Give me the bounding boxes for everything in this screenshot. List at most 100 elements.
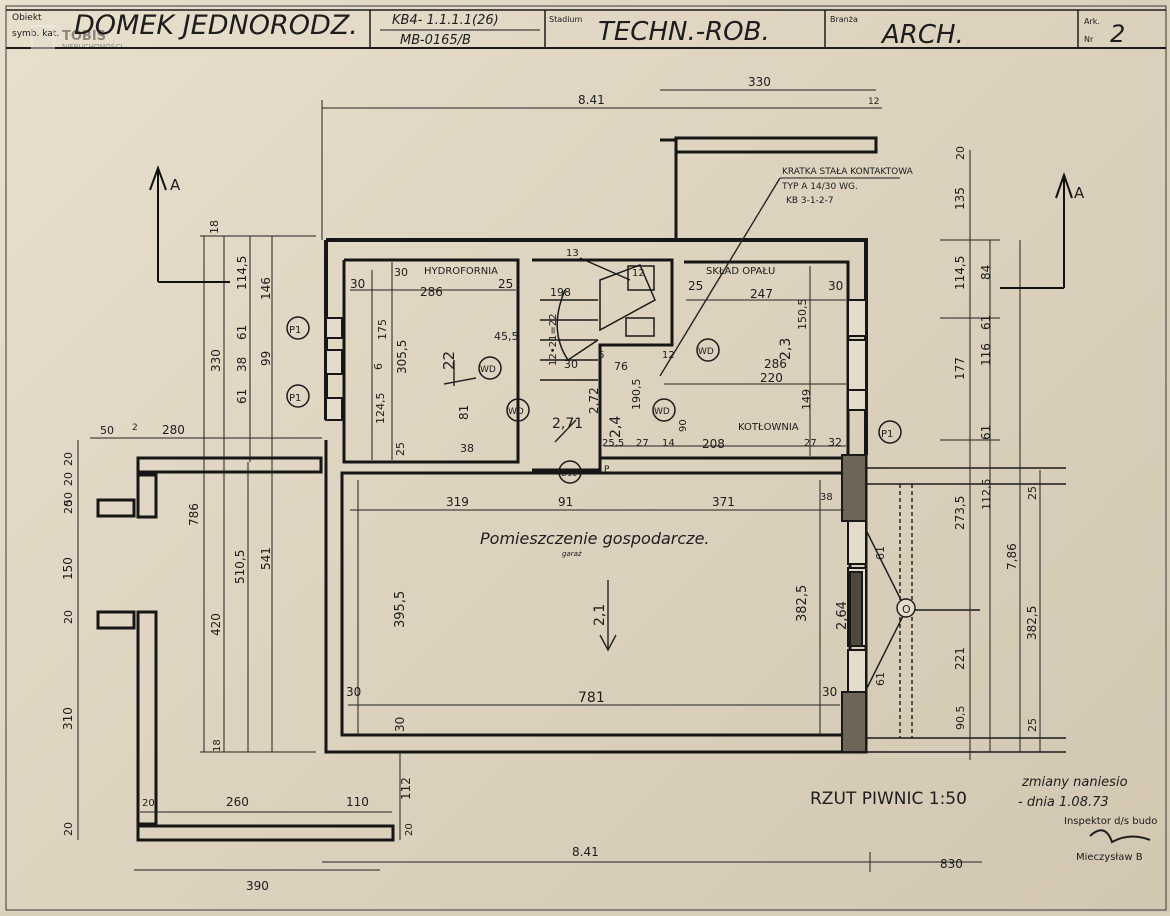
dim-v-38: 38 [235,357,249,372]
dim-r-116: 116 [979,343,993,366]
dim-r-905: 90,5 [954,706,967,731]
dim-v-5105: 510,5 [233,550,247,584]
dim-m-30b: 30 [822,685,837,699]
symbol-circles [286,316,902,484]
symbol-wd-3: WD [654,407,670,417]
symbol-d10: D10 [561,469,577,478]
dim-far-20c: 20 [62,500,75,514]
dim-v-330: 330 [209,349,223,372]
dim-h-175: 175 [376,319,389,340]
dim-r-786: 7,86 [1005,543,1019,570]
dim-h-1245: 124,5 [374,393,387,425]
dim-m-38: 38 [820,492,833,503]
dim-h-3055: 305,5 [395,340,409,374]
dim-h-30c: 30 [564,358,578,371]
dim-top-12: 12 [868,97,879,107]
dim-h-12: 12 [632,268,645,279]
dim-v-20c: 20 [404,823,415,836]
symbol-wd-2: WD [508,407,524,417]
dim-h-24: 2,4 [608,416,624,438]
dim-bot-841: 8.41 [572,845,599,859]
dim-far-20e: 20 [62,822,75,836]
title-block [6,9,1166,49]
dim-h-22: 22 [440,351,458,370]
dim-r-61b: 61 [979,425,993,440]
dim-m-3955: 395,5 [393,591,408,628]
dim-h-149: 149 [800,389,813,410]
section-marker-right [1000,171,1073,289]
code-top: KB4- 1.1.1.1(26) [392,13,499,28]
symbol-o: O [902,603,911,616]
dim-m-30c: 30 [393,717,407,732]
room-label-hydroforni: HYDROFORNIA [424,266,498,277]
dimension-lines [77,89,1041,872]
dim-h-455: 45,5 [494,330,519,343]
plan-title: RZUT PIWNIC 1:50 [810,789,967,809]
dim-r-135: 135 [953,187,967,210]
dim-v-18: 18 [208,220,221,234]
dim-h-25b: 25 [688,279,703,293]
dim-h-76: 76 [614,360,628,373]
stadium-label: Stadium [549,15,582,24]
obiekt-label: Obiekt [12,13,42,23]
watermark-line1: TOBIS [62,29,106,44]
dim-h-220: 220 [760,371,783,385]
dim-v-112: 112 [399,777,413,800]
note-line2: TYP A 14/30 WG. [781,182,858,192]
dim-m-21: 2,1 [592,604,608,626]
dim-v-1145: 114,5 [235,256,249,290]
dim-h-198: 198 [550,286,571,299]
nr-label: Nr [1084,35,1094,44]
dim-v-541: 541 [259,547,273,570]
room-label-main: Pomieszczenie gospodarcze. [480,529,710,548]
dim-far-20d: 20 [62,610,75,624]
dim-r-25b: 25 [1026,718,1039,732]
note-line1: KRATKA STAŁA KONTAKTOWA [782,167,914,177]
dim-bot-110: 110 [346,795,369,809]
watermark-line2: NIERUCHOMOŚCI [62,42,122,51]
section-marker-left [149,165,230,283]
stamp-line3: Inspektor d/s budo [1064,816,1157,827]
dim-h-27b: 27 [804,438,817,449]
symbol-label: symb. kat. [12,29,59,39]
dim-h-23: 2,3 [778,338,794,360]
dim-h-12b: 12 [662,350,675,361]
signature [1089,829,1151,844]
hatched-pillars [841,454,867,753]
dim-left-280: 280 [162,423,185,437]
dim-r-1125: 112,5 [980,479,993,511]
branza-value: ARCH. [880,20,964,50]
dim-r-84: 84 [979,265,993,280]
dim-h-27a: 27 [636,438,649,449]
dim-v-99: 99 [259,351,273,366]
dim-v-61a: 61 [235,325,249,340]
dim-r-221: 221 [953,647,967,670]
dim-h-6b: 6 [598,350,604,361]
dim-m-371: 371 [712,495,735,509]
dim-bot-20: 20 [142,798,155,809]
dim-h-30a: 30 [350,277,365,291]
room-label-sklad: SKŁAD OPAŁU [706,266,775,277]
dim-h-25c: 25 [394,442,407,456]
dim-bot-830: 830 [940,857,963,871]
code-bottom: MB-0165/B [400,33,471,48]
dim-h-6: 6 [372,363,385,370]
note-line3: KB 3-1-2-7 [786,196,834,206]
dim-bot-390: 390 [246,879,269,893]
sheet-number: 2 [1110,20,1125,48]
dim-m-30a: 30 [346,685,361,699]
dim-r-61a: 61 [979,315,993,330]
dim-h-13: 13 [566,248,579,259]
symbol-p1-a: P1 [289,325,301,336]
staircase [540,257,656,381]
section-label-left: A [170,176,181,194]
symbol-p1-b: P1 [289,393,301,404]
dim-r-177: 177 [953,357,967,380]
dim-h-272: 2,72 [587,387,601,414]
dim-far-20a: 20 [62,452,75,466]
dim-m-319: 319 [446,495,469,509]
dim-h-81: 81 [457,405,471,420]
dim-r-3825: 382,5 [1025,606,1039,640]
